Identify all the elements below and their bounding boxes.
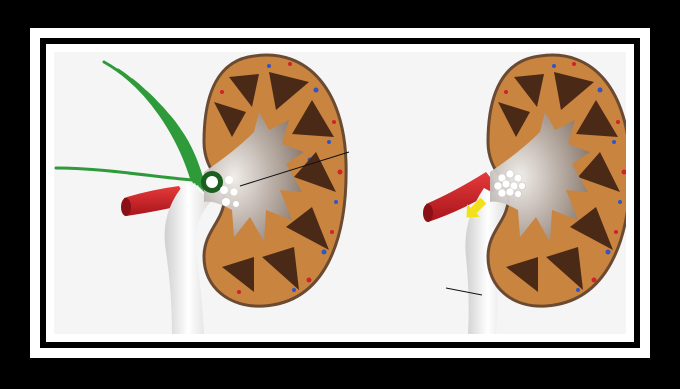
left-kidney-illustration [56,55,349,334]
right-kidney-illustration [423,55,626,334]
illustration-canvas [54,52,626,334]
shockwave-icon [56,62,206,192]
